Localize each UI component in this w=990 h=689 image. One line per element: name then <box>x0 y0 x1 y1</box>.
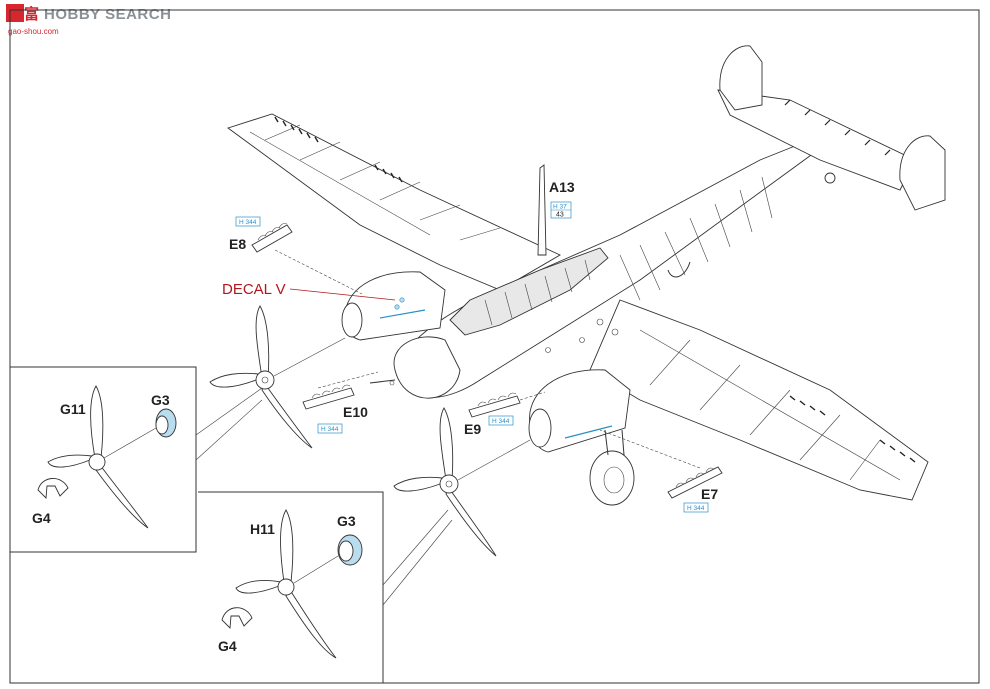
watermark: 富 HOBBY SEARCH gao-shou.com <box>6 4 171 36</box>
canopy <box>449 247 609 336</box>
main-wheel <box>589 450 635 506</box>
right-fin <box>899 135 946 211</box>
part-e8 <box>251 223 363 295</box>
left-fin <box>719 45 763 111</box>
ref-a13-bottom: 43 <box>556 212 564 219</box>
inset-box-left <box>10 366 197 553</box>
label-inset1-g11: G11 <box>60 401 86 417</box>
aerial-mast <box>537 164 547 256</box>
label-inset1-g3: G3 <box>151 392 170 408</box>
ref-e9: H 344 <box>492 418 510 425</box>
inset-leader <box>382 509 449 586</box>
label-decal-v: DECAL V <box>222 281 286 298</box>
inset-leader <box>195 399 263 461</box>
right-engine-front <box>528 408 552 448</box>
inset-propeller-g11 <box>47 385 157 529</box>
label-inset1-g4: G4 <box>32 510 51 526</box>
part-e9 <box>468 391 546 418</box>
ref-box-e7: H 344 <box>683 502 709 513</box>
inset-spinner-g3-2 <box>337 534 363 566</box>
label-e7: E7 <box>701 486 718 502</box>
propeller-left <box>209 305 346 449</box>
part-e7 <box>599 429 723 499</box>
label-inset2-h11: H11 <box>250 521 275 537</box>
ref-box-e9: H 344 <box>488 415 514 426</box>
aircraft-drawing <box>227 45 946 506</box>
label-a13: A13 <box>549 179 575 195</box>
inset-leader <box>382 519 453 606</box>
label-e10: E10 <box>343 404 368 420</box>
watermark-logo-icon <box>6 4 24 22</box>
ref-e10: H 344 <box>321 426 339 433</box>
sheet-frame <box>9 9 980 684</box>
inset-spinner-g3 <box>155 408 177 438</box>
ref-box-e10: H 344 <box>317 423 343 434</box>
inset-part-g4-2 <box>221 607 253 630</box>
inset-part-g4 <box>37 478 69 500</box>
decal-leader <box>289 288 396 301</box>
right-wing <box>589 299 929 501</box>
ref-a13-top: H 37 <box>553 204 567 211</box>
ref-e8: H 344 <box>239 219 257 226</box>
watermark-glyphs: 富 <box>24 5 39 23</box>
ref-box-e8: H 344 <box>235 216 261 227</box>
label-e8: E8 <box>229 236 246 252</box>
ref-e7: H 344 <box>687 505 705 512</box>
part-e10 <box>302 371 379 410</box>
inset-leader <box>195 387 263 436</box>
label-inset2-g3: G3 <box>337 513 356 529</box>
left-wing <box>227 113 561 291</box>
nose <box>393 336 461 399</box>
label-e9: E9 <box>464 421 481 437</box>
inset-propeller-h11 <box>235 509 339 659</box>
left-engine-front <box>341 302 363 338</box>
ref-box-a13: H 37 43 <box>550 201 572 219</box>
propeller-right <box>393 407 531 557</box>
watermark-text: HOBBY SEARCH <box>44 6 171 23</box>
inset-box-right <box>198 491 384 683</box>
watermark-url: gao-shou.com <box>8 27 59 36</box>
label-inset2-g4: G4 <box>218 638 237 654</box>
